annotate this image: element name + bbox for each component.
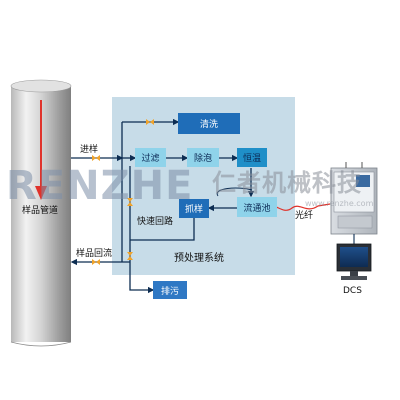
drain-box: 排污: [153, 281, 187, 299]
inlet-valve: [92, 155, 100, 161]
drain-valve: [127, 252, 133, 260]
pipe-label: 样品管道: [22, 206, 59, 216]
flow-cell-box: 流通池: [237, 197, 277, 217]
watermark-company: 仁者机械科技: [212, 169, 362, 197]
stirring-box: 抓样: [179, 199, 209, 218]
probe-loop: [216, 187, 253, 197]
fast-loop-valve: [127, 198, 133, 206]
flow-direction-arrow: [35, 186, 47, 200]
fast-loop-label: 快速回路: [137, 217, 174, 227]
dcs-monitor: [336, 243, 372, 280]
return-valve: [92, 259, 100, 265]
sample-pipe: [10, 79, 72, 347]
dcs-label: DCS: [343, 286, 362, 296]
debubble-box: 除泡: [187, 148, 219, 167]
thermostat-box: 恒温: [237, 148, 267, 167]
backflush-valve: [146, 119, 154, 125]
return-label: 样品回流: [76, 249, 113, 259]
fiber-label: 光纤: [295, 211, 314, 221]
filter-box: 过滤: [135, 148, 166, 167]
drain-line: [129, 262, 155, 294]
inlet-label: 进样: [80, 145, 99, 155]
valves: [92, 119, 154, 265]
system-title: 预处理系统: [174, 253, 224, 264]
watermark-url: www.renzhe.com: [305, 199, 374, 208]
analyzer-cabinet: [330, 162, 378, 235]
stirring-return-line: [130, 218, 195, 241]
watermark-brand: RENZHE: [6, 163, 194, 209]
backflush-box: 清洗: [178, 113, 240, 134]
